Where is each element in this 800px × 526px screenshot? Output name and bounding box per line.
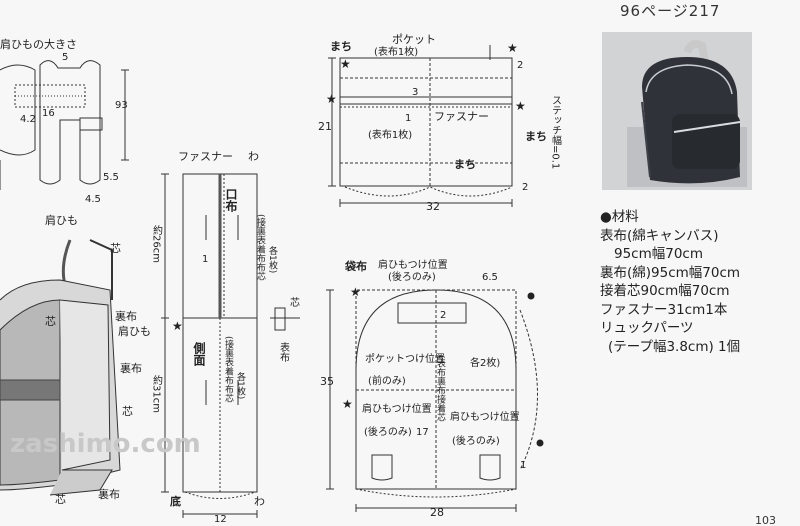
- assembly-label-kata2: 肩ひも: [118, 324, 151, 338]
- bag-assembly-illustration: [0, 239, 121, 496]
- pocket-main-sub: (表布1枚): [368, 128, 412, 141]
- pocket-stitch-width: ステッチ幅=0.1: [550, 95, 562, 169]
- star-mark: ★: [350, 285, 361, 299]
- materials-line: 裏布(綿)95cm幅70cm: [600, 264, 741, 281]
- body-strap-pos-top: 肩ひもつけ位置: [378, 258, 448, 271]
- side-bottom: 底: [170, 494, 181, 508]
- side-fastener: ファスナー: [178, 150, 233, 163]
- strap-dim-45: 4.5: [85, 194, 101, 205]
- assembly-label-shin2: 芯: [45, 314, 56, 328]
- body-strap-pos-top-sub: (後ろのみ): [388, 270, 436, 283]
- pocket-machi-right: まち: [525, 130, 547, 143]
- body-dim-height: 35: [320, 375, 334, 388]
- side-kuchi-count: 各1枚): [267, 245, 278, 273]
- pocket-fastener: ファスナー: [434, 110, 489, 123]
- page-number: 103: [755, 514, 776, 526]
- star-mark: ★: [515, 99, 526, 113]
- materials-line: 表布(綿キャンバス): [600, 227, 719, 244]
- side-wa-top: わ: [248, 150, 259, 163]
- assembly-label-ura2: 裏布: [120, 361, 142, 375]
- strap-detail-title: 肩ひもの大きさ: [0, 37, 77, 51]
- body-dim-2: 2: [440, 310, 446, 321]
- body-strap-left-sub: (後ろのみ): [364, 425, 412, 438]
- body-dim-65: 6.5: [482, 272, 498, 283]
- pocket-dim-1: 1: [405, 113, 411, 124]
- side-omote: 表布: [278, 341, 290, 363]
- assembly-label-ura: 裏布: [115, 309, 137, 323]
- pocket-dim-2a: 2: [517, 60, 523, 71]
- backpack-image: [602, 32, 752, 190]
- bullet-icon: ●: [600, 209, 612, 225]
- body-title: 袋布: [344, 259, 367, 273]
- side-dim-1: 1: [202, 254, 208, 265]
- body-dim-17: 17: [416, 427, 429, 438]
- page-reference: 96ページ217: [620, 2, 721, 20]
- assembly-label-kata: 肩ひも: [45, 213, 78, 227]
- materials-line: (テープ幅3.8cm) 1個: [608, 338, 741, 355]
- materials-line: 接着芯90cm幅70cm: [600, 283, 730, 299]
- star-mark: ★: [172, 319, 183, 333]
- body-strap-right-sub: (後ろのみ): [452, 434, 500, 447]
- body-dim-width: 28: [430, 506, 444, 519]
- body-pocket-pos-sub: (前のみ): [368, 374, 406, 387]
- side-shin: 芯: [290, 296, 300, 309]
- body-dim-1: 1: [520, 460, 526, 471]
- body-fabric-list: (表布裏布接着芯: [435, 355, 446, 422]
- materials-line: リュックパーツ: [600, 320, 694, 336]
- materials-line: ファスナー31cm1本: [600, 301, 728, 318]
- assembly-label-shin3: 芯: [122, 404, 133, 418]
- strap-dim-55: 5.5: [103, 172, 119, 183]
- mark-dot: [527, 292, 535, 300]
- star-mark: ★: [326, 92, 337, 106]
- side-dim-top: 約26cm: [151, 224, 163, 263]
- pocket-sub: (表布1枚): [374, 45, 418, 58]
- strap-dim-93: 93: [115, 100, 128, 111]
- side-piece: [161, 173, 300, 518]
- strap-detail: [0, 60, 129, 190]
- star-mark: ★: [507, 41, 518, 55]
- side-dim-width: 12: [214, 514, 227, 525]
- side-sokumen: 側面: [192, 341, 206, 367]
- strap-dim-5: 5: [62, 52, 68, 63]
- assembly-label-shin: 芯: [110, 241, 121, 255]
- strap-dim-16: 16: [42, 108, 55, 119]
- watermark-site: zashimo.com: [10, 429, 201, 459]
- pocket-label: ポケット: [392, 33, 436, 46]
- star-mark: ★: [342, 397, 353, 411]
- side-kuchi-sub: (接裏表着布布芯: [255, 214, 266, 281]
- side-kuchi: 口布: [224, 188, 238, 213]
- pocket-dim-width: 32: [426, 200, 440, 213]
- materials-list: ●材料 表布(綿キャンバス) 95cm幅70cm 裏布(綿)95cm幅70cm …: [600, 208, 798, 356]
- body-fabric-count: 各2枚): [470, 356, 500, 369]
- side-dim-bottom: 約31cm: [151, 374, 163, 413]
- body-pocket-pos: ポケットつけ位置: [365, 352, 445, 365]
- star-mark: ★: [340, 57, 351, 71]
- side-sokumen-sub: (接裏表着布布芯: [223, 336, 234, 403]
- pocket-dim-3: 3: [412, 87, 418, 98]
- mark-dot: [536, 439, 544, 447]
- assembly-label-ura3: 裏布: [98, 487, 120, 501]
- pocket-dim-height: 21: [318, 120, 332, 133]
- pocket-machi-left: まち: [330, 40, 352, 53]
- materials-line: 95cm幅70cm: [614, 246, 704, 262]
- backpack-photo: [602, 32, 752, 190]
- side-wa-bottom: わ: [254, 495, 265, 508]
- strap-dim-42: 4.2: [20, 114, 36, 125]
- pocket-dim-2b: 2: [522, 182, 528, 193]
- assembly-label-shin4: 芯: [55, 492, 66, 506]
- body-strap-left: 肩ひもつけ位置: [362, 402, 432, 415]
- materials-heading: ●材料: [600, 209, 639, 225]
- body-strap-right: 肩ひもつけ位置: [450, 410, 520, 423]
- bag-body-piece: [326, 289, 538, 512]
- pocket-machi-bottom: まち: [454, 158, 476, 171]
- pocket-piece: [328, 45, 513, 207]
- side-sokumen-count: 各1枚): [235, 371, 246, 399]
